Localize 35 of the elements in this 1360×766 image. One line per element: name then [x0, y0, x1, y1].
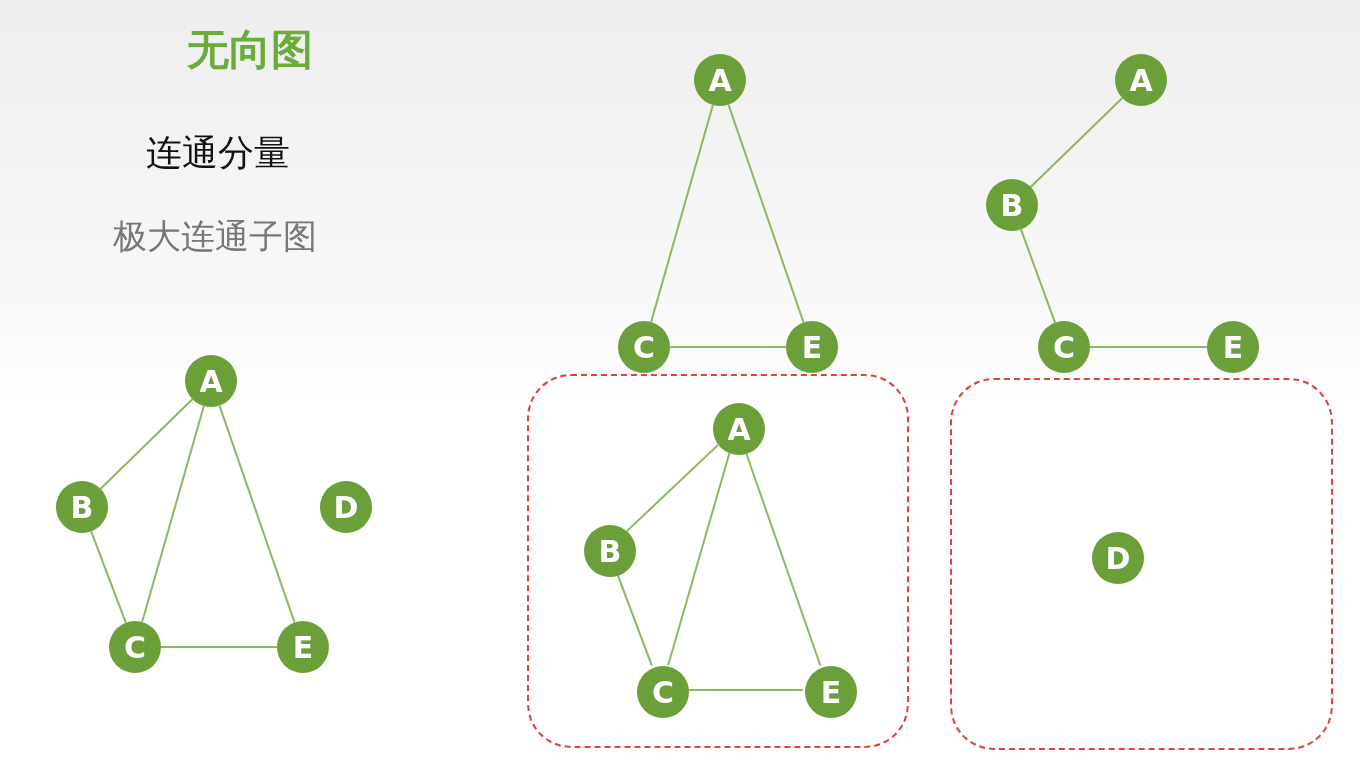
vertex-circle: A — [1115, 54, 1167, 106]
vertex-circle: B — [56, 481, 108, 533]
vertex-circle: C — [637, 666, 689, 718]
vertex-circle: E — [805, 666, 857, 718]
vertex-circle: C — [618, 321, 670, 373]
edge-line — [90, 530, 127, 624]
vertex-circle: E — [1207, 321, 1259, 373]
vertex-circle: A — [694, 54, 746, 106]
vertex-circle: A — [185, 355, 237, 407]
vertex-circle: C — [1038, 321, 1090, 373]
edge-line — [218, 404, 296, 624]
edge-line — [1089, 346, 1208, 348]
component-frame — [527, 374, 909, 748]
edge-line — [667, 451, 731, 666]
edge-line — [160, 646, 278, 648]
vertex-circle: B — [986, 179, 1038, 231]
edge-line — [625, 443, 720, 533]
vertex-circle: C — [109, 621, 161, 673]
edge-line — [141, 405, 205, 623]
title: 无向图 — [187, 24, 313, 76]
vertex-circle: D — [1092, 532, 1144, 584]
edge-line — [727, 103, 805, 324]
edge-line — [1019, 228, 1057, 324]
vertex-circle: B — [584, 525, 636, 577]
vertex-circle: E — [277, 621, 329, 673]
vertex-circle: D — [320, 481, 372, 533]
heading-text: 连通分量 — [146, 130, 290, 175]
heading-text: 极大连通子图 — [113, 215, 317, 258]
component-frame — [950, 378, 1333, 750]
vertex-circle: E — [786, 321, 838, 373]
edge-line — [1029, 97, 1124, 188]
vertex-circle: A — [713, 403, 765, 455]
edge-line — [669, 346, 787, 348]
edge-line — [650, 104, 714, 323]
edge-line — [99, 398, 194, 490]
